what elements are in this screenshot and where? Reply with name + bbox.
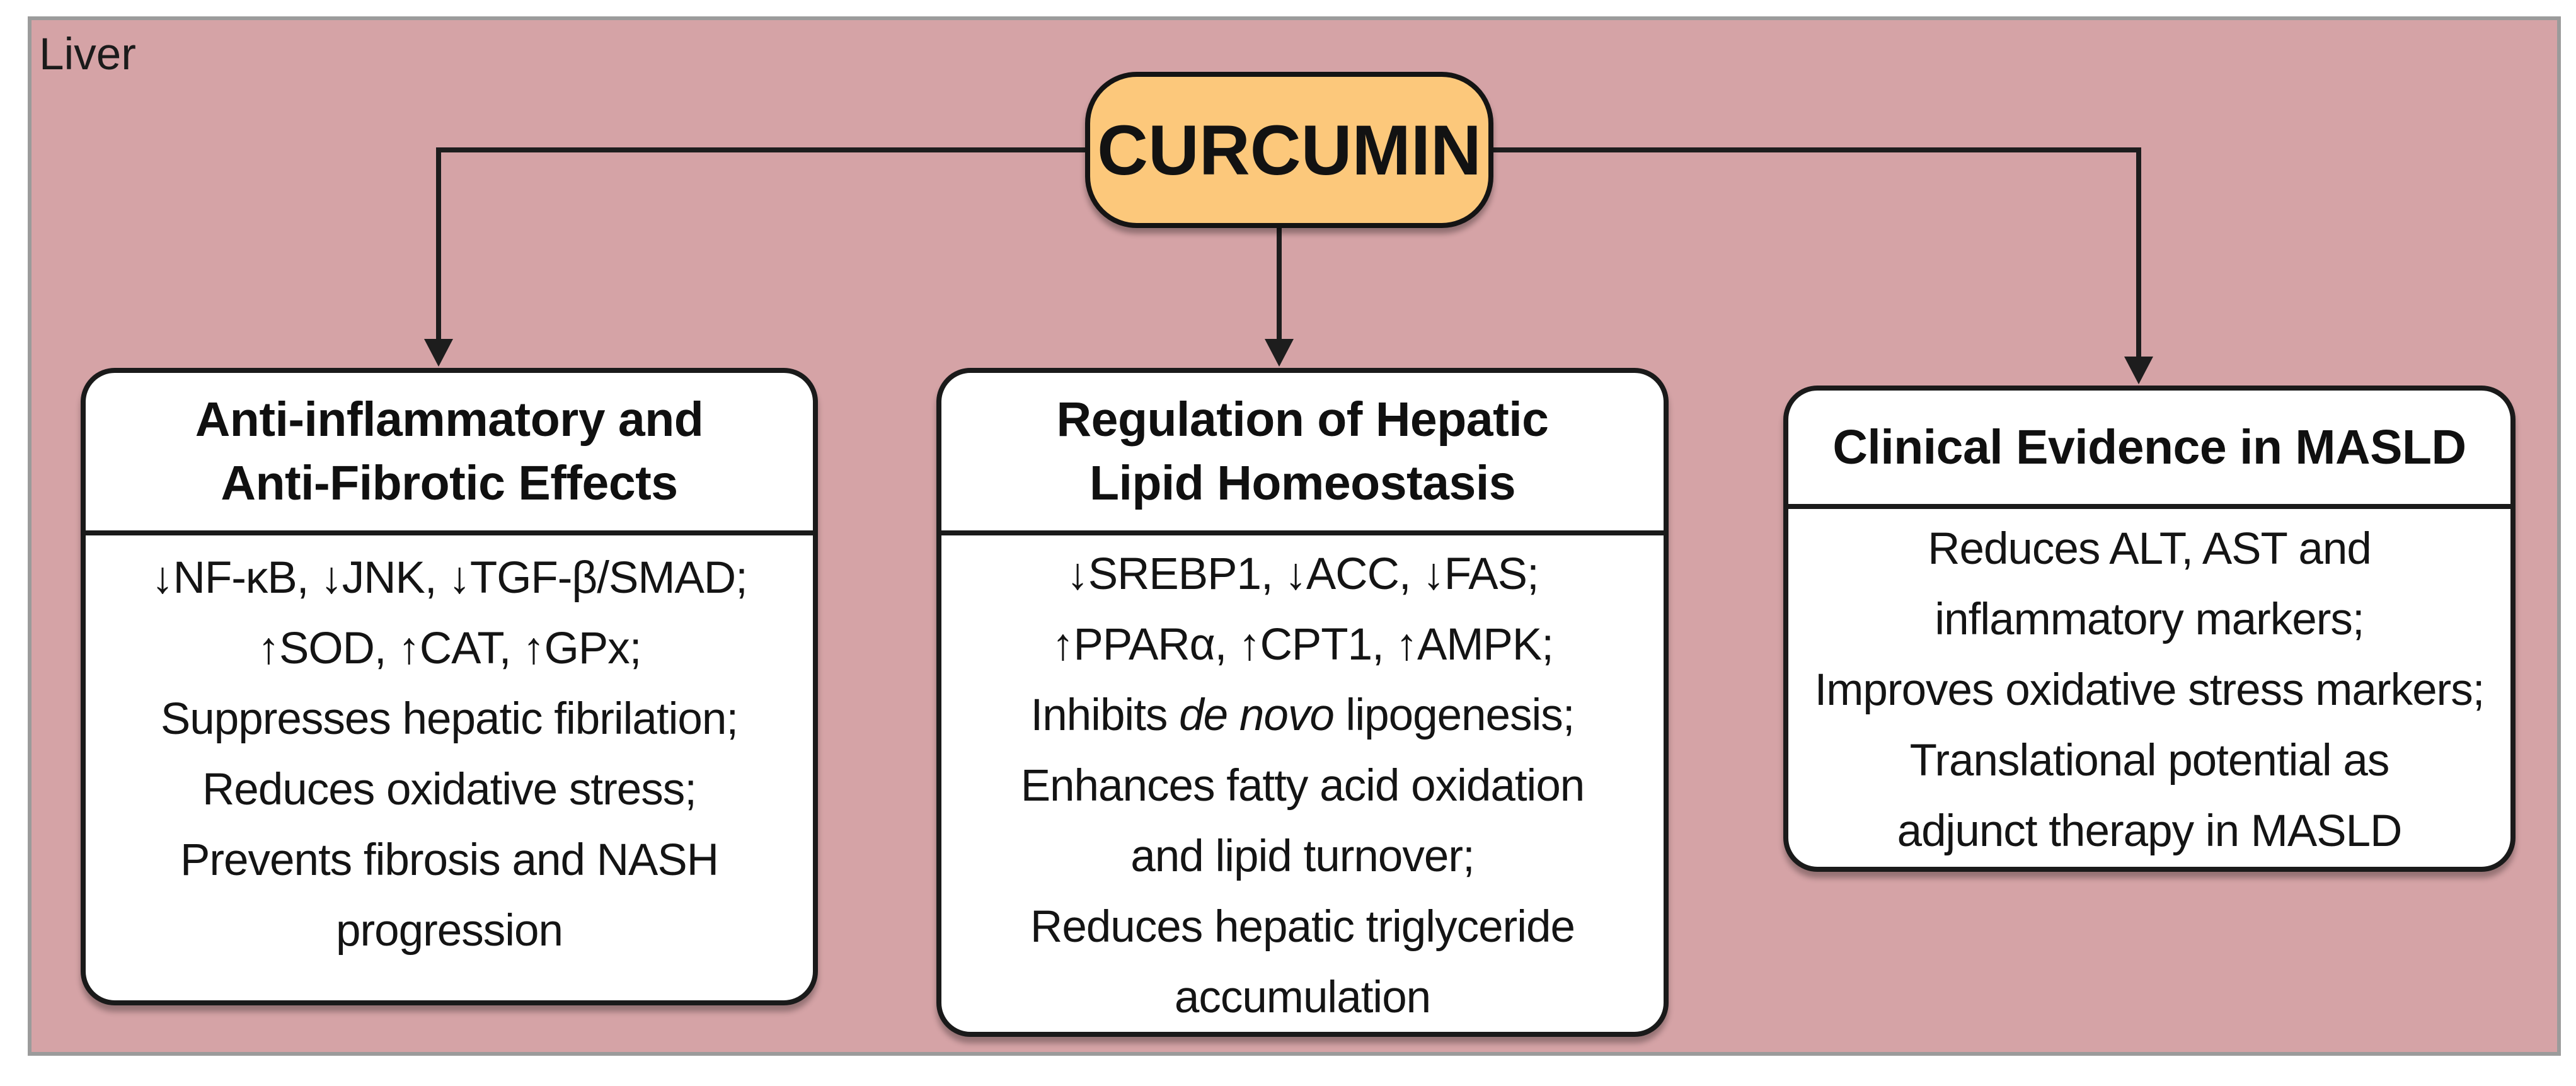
body-line: Suppresses hepatic fibrilation; <box>160 694 739 744</box>
curcumin-node: CURCUMIN <box>1085 72 1493 228</box>
body-line: ↓NF-κB, ↓JNK, ↓TGF-β/SMAD; <box>151 553 748 603</box>
title-line: Regulation of Hepatic <box>1056 392 1549 447</box>
body-line: Reduces hepatic triglyceride <box>1030 902 1575 952</box>
body-line: Enhances fatty acid oxidation <box>1020 761 1585 811</box>
title-line: Anti-inflammatory and <box>195 392 704 447</box>
box-clinical-evidence: Clinical Evidence in MASLD Reduces ALT, … <box>1783 386 2516 872</box>
body-line-italic-segment: de novo <box>1179 690 1335 740</box>
box-anti-inflammatory: Anti-inflammatory and Anti-Fibrotic Effe… <box>81 368 818 1005</box>
box-anti-inflammatory-title: Anti-inflammatory and Anti-Fibrotic Effe… <box>86 373 813 535</box>
body-line: ↓SREBP1, ↓ACC, ↓FAS; <box>1066 549 1539 599</box>
body-line: Prevents fibrosis and NASH <box>180 835 719 885</box>
box-lipid-homeostasis-title: Regulation of Hepatic Lipid Homeostasis <box>941 373 1664 535</box>
title-line: Anti-Fibrotic Effects <box>221 456 678 510</box>
body-line: ↑SOD, ↑CAT, ↑GPx; <box>257 624 642 673</box>
body-line-segment: lipogenesis; <box>1333 690 1575 740</box>
region-label: Liver <box>39 30 136 79</box>
body-line: ↑PPARα, ↑CPT1, ↑AMPK; <box>1052 620 1554 670</box>
connector-left-line <box>436 147 1085 343</box>
body-line-with-italic: Inhibits de novo lipogenesis; <box>941 680 1664 751</box>
body-line: Reduces ALT, AST and <box>1928 524 2372 574</box>
body-line: progression <box>336 906 563 956</box>
body-line: Improves oxidative stress markers; <box>1814 665 2485 715</box>
title-line: Clinical Evidence in MASLD <box>1832 420 2466 474</box>
box-clinical-evidence-title: Clinical Evidence in MASLD <box>1788 391 2510 509</box>
body-line: accumulation <box>1174 973 1431 1022</box>
box-clinical-evidence-body: Reduces ALT, AST and inflammatory marker… <box>1788 509 2510 867</box>
curcumin-label: CURCUMIN <box>1097 110 1481 190</box>
body-line: and lipid turnover; <box>1130 832 1475 881</box>
body-line: inflammatory markers; <box>1935 595 2364 644</box>
body-line: Translational potential as <box>1909 736 2390 786</box>
box-lipid-homeostasis-body: ↓SREBP1, ↓ACC, ↓FAS; ↑PPARα, ↑CPT1, ↑AMP… <box>941 535 1664 1032</box>
body-line: adjunct therapy in MASLD <box>1897 806 2403 856</box>
box-lipid-homeostasis: Regulation of Hepatic Lipid Homeostasis … <box>936 368 1669 1037</box>
body-line-segment: Inhibits <box>1030 690 1180 740</box>
title-line: Lipid Homeostasis <box>1089 456 1516 510</box>
connector-middle-arrowhead <box>1265 339 1294 367</box>
connector-left-arrowhead <box>424 339 453 367</box>
box-anti-inflammatory-body: ↓NF-κB, ↓JNK, ↓TGF-β/SMAD; ↑SOD, ↑CAT, ↑… <box>86 535 813 966</box>
connector-right-line <box>1492 147 2141 360</box>
body-line: Reduces oxidative stress; <box>202 765 697 814</box>
connector-right-arrowhead <box>2124 357 2153 384</box>
